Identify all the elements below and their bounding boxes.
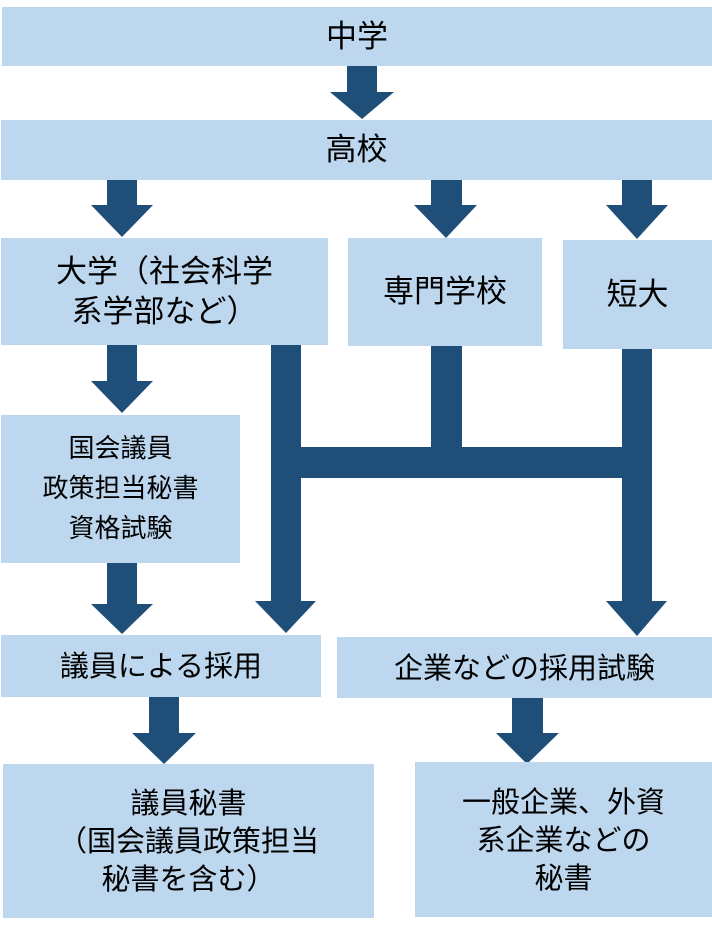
node-corporate-hiring-exam-label: 企業などの採用試験: [393, 650, 655, 685]
arrow-hired-by-legislator-to-legislator-secretary: [132, 697, 196, 764]
node-legislator-secretary: 議員秘書 （国会議員政策担当 秘書を含む）: [3, 764, 374, 918]
arrow-high-school-to-junior-college: [606, 180, 668, 239]
arrow-policy-exam-to-hired-by-legislator: [91, 563, 153, 634]
node-junior-high-label: 中学: [326, 18, 388, 55]
arrow-high-school-to-university: [91, 180, 153, 237]
arrow-university-to-hired-by-legislator: [255, 345, 316, 633]
node-junior-high: 中学: [2, 7, 712, 66]
node-vocational-school-label: 専門学校: [383, 274, 507, 310]
node-university: 大学（社会科学 系学部など）: [1, 238, 328, 345]
node-junior-college: 短大: [563, 240, 712, 349]
node-junior-college-label: 短大: [606, 276, 669, 313]
arrow-university-to-policy-exam: [91, 345, 153, 413]
node-university-label: 大学（社会科学 系学部など）: [56, 253, 273, 330]
node-legislator-secretary-label: 議員秘書 （国会議員政策担当 秘書を含む）: [57, 786, 319, 896]
node-hired-by-legislator-label: 議員による採用: [59, 649, 263, 683]
node-corporate-secretary: 一般企業、外資 系企業などの 秘書: [415, 762, 712, 917]
connector-vocational-school-down: [431, 346, 462, 448]
node-high-school-label: 高校: [325, 132, 388, 168]
node-hired-by-legislator: 議員による採用: [1, 635, 321, 697]
node-policy-secretary-exam-label: 国会議員 政策担当秘書 資格試験: [42, 434, 199, 544]
node-corporate-hiring-exam: 企業などの採用試験: [337, 637, 712, 698]
node-high-school: 高校: [1, 120, 712, 180]
node-vocational-school: 専門学校: [348, 238, 542, 346]
arrow-corporate-exam-to-corporate-secretary: [496, 698, 559, 764]
node-policy-secretary-exam: 国会議員 政策担当秘書 資格試験: [1, 415, 240, 563]
node-corporate-secretary-label: 一般企業、外資 系企業などの 秘書: [461, 784, 665, 895]
connector-bar-to-corporate-exam: [301, 447, 652, 478]
arrow-high-school-to-vocational-school: [414, 180, 477, 238]
arrow-junior-college-to-corporate-exam: [606, 349, 667, 636]
arrow-junior-high-to-high-school: [330, 66, 394, 119]
